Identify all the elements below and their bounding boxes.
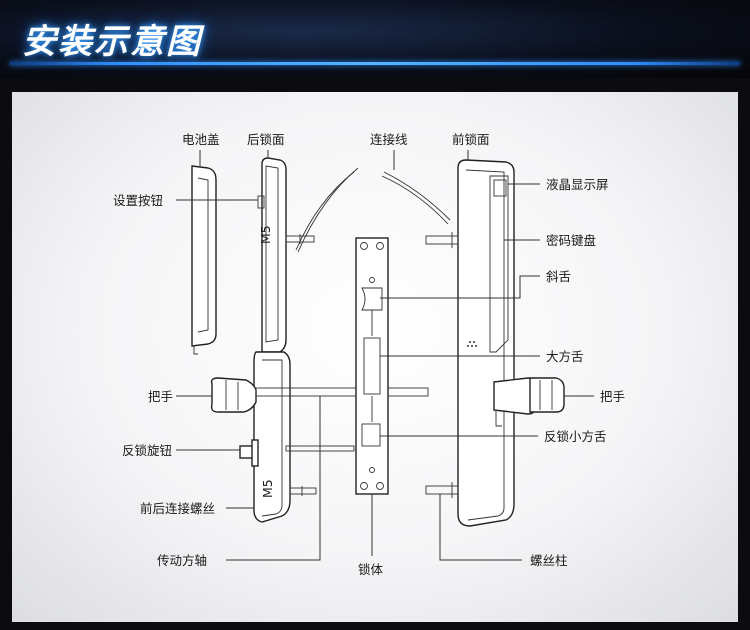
label-handle-left: 把手 [148,389,173,404]
label-lcd-screen: 液晶显示屏 [546,177,609,192]
label-dead-bolt: 大方舌 [546,349,584,364]
label-screw-post: 螺丝柱 [530,553,568,568]
label-setting-button: 设置按钮 [113,193,163,208]
label-drive-shaft: 传动方轴 [157,553,207,568]
label-front-panel: 前锁面 [452,132,490,147]
label-lock-body: 锁体 [358,562,384,577]
label-cable: 连接线 [370,132,408,147]
page-title: 安装示意图 [22,22,202,62]
label-anti-lock-knob: 反锁旋钮 [122,443,172,458]
label-connecting-screw: 前后连接螺丝 [140,501,215,516]
anti-lock-knob [239,439,259,467]
rear-handle [210,377,257,413]
screw-mark-top: M5 [258,225,273,244]
rear-panel: M5 M5 [253,157,317,523]
front-panel [425,159,515,527]
header-underline [10,62,740,65]
label-rear-panel: 后锁面 [247,132,285,147]
label-latch-bolt: 斜舌 [546,269,571,284]
label-handle-right: 把手 [600,389,625,404]
leader-lines [176,150,594,561]
battery-cover [191,165,217,355]
labels: 电池盖 后锁面 连接线 前锁面 设置按钮 液晶显示屏 密码键盘 斜舌 大方舌 把… [113,132,625,577]
front-handle [493,377,565,427]
label-keypad: 密码键盘 [546,233,596,248]
label-battery-cover: 电池盖 [182,132,220,147]
lock-body [355,237,389,495]
connecting-cable [295,167,451,253]
label-anti-lock-small-bolt: 反锁小方舌 [544,429,607,444]
screw-mark-bottom: M5 [260,479,275,498]
header-banner: 安装示意图 [0,0,750,78]
